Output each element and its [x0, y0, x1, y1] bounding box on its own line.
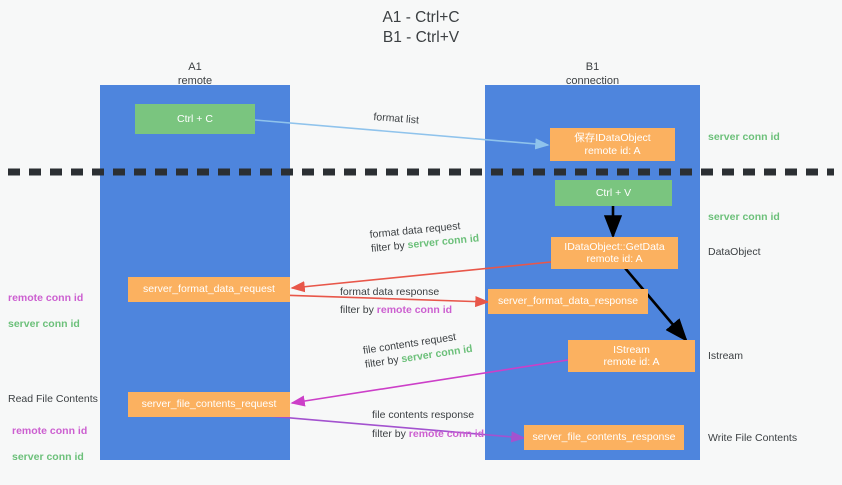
node-server-format-data-request[interactable]: server_format_data_request	[128, 277, 290, 302]
node-save-idataobject[interactable]: 保存IDataObject remote id: A	[550, 128, 675, 161]
node-server-file-contents-request[interactable]: server_file_contents_request	[128, 392, 290, 417]
right-note-write-file-contents: Write File Contents	[708, 432, 798, 444]
page-title: A1 - Ctrl+C B1 - Ctrl+V	[382, 9, 460, 46]
right-note-server-conn-id-mid: server conn id	[708, 211, 780, 223]
left-note-server-conn-id-2: server conn id	[12, 451, 84, 463]
edge-label-file-contents-response-filter: filter by remote conn id	[372, 427, 484, 441]
edge-label-file-contents-response-text: file contents response	[372, 409, 475, 421]
right-note-dataobject: DataObject	[708, 246, 761, 258]
node-ctrl-v[interactable]: Ctrl + V	[555, 180, 672, 206]
edge-label-format-list: format list	[373, 110, 419, 127]
filter-key-remote-conn-id: remote conn id	[376, 304, 453, 316]
filter-prefix: filter by	[364, 353, 403, 371]
right-note-server-conn-id-top: server conn id	[708, 131, 780, 143]
edge-label-format-data-response-text: format data response	[340, 286, 440, 298]
right-note-istream: Istream	[708, 350, 744, 362]
edge-label-file-contents-response: file contents response filter by remote …	[372, 408, 484, 441]
edge-label-file-contents-request: file contents request filter by server c…	[362, 328, 473, 372]
node-ctrl-c[interactable]: Ctrl + C	[135, 104, 255, 134]
filter-prefix: filter by	[370, 239, 409, 255]
left-note-remote-conn-id-2: remote conn id	[12, 425, 88, 437]
left-note-server-conn-id-1: server conn id	[8, 318, 80, 330]
left-note-remote-conn-id-1: remote conn id	[8, 292, 84, 304]
node-server-format-data-response[interactable]: server_format_data_response	[488, 289, 648, 314]
edge-label-format-data-request: format data request filter by server con…	[369, 217, 480, 255]
column-header-b1: B1 connection	[565, 61, 620, 87]
node-idataobject-getdata[interactable]: IDataObject::GetData remote id: A	[551, 237, 678, 269]
filter-key-remote-conn-id: remote conn id	[408, 428, 485, 440]
left-note-conn-ids-bottom: remote conn id server conn id	[12, 412, 87, 477]
left-note-conn-ids-top: remote conn id server conn id	[8, 279, 83, 344]
node-server-file-contents-response[interactable]: server_file_contents_response	[524, 425, 684, 450]
filter-prefix: filter by	[340, 304, 377, 316]
node-istream[interactable]: IStream remote id: A	[568, 340, 695, 372]
column-header-a1: A1 remote	[177, 61, 213, 87]
left-note-read-file-contents: Read File Contents	[8, 393, 98, 405]
edge-label-format-data-response: format data response filter by remote co…	[340, 285, 452, 317]
filter-prefix: filter by	[372, 428, 409, 440]
edge-label-format-list-text: format list	[373, 110, 420, 127]
edge-label-format-data-response-filter: filter by remote conn id	[340, 303, 452, 317]
